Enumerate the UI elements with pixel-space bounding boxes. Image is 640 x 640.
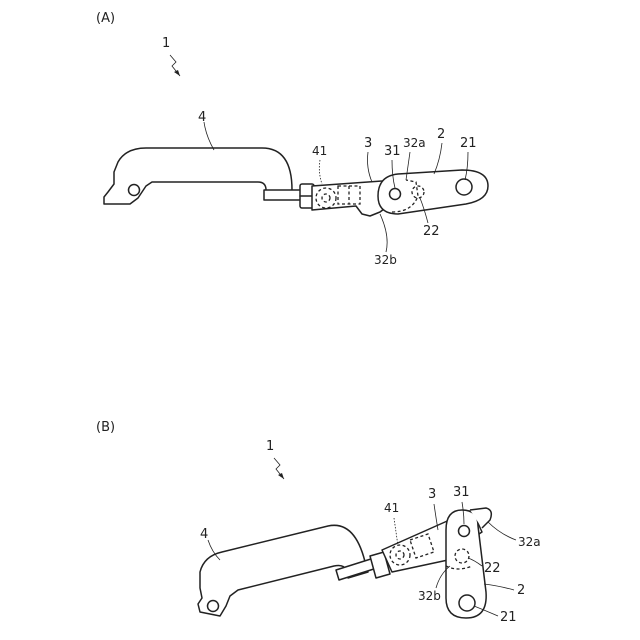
panel-b-label-notch-a: 32a xyxy=(518,535,541,549)
panel-a-label-arm: 4 xyxy=(198,110,206,125)
panel-a-label-pin: 31 xyxy=(384,144,401,159)
panel-b-heading: (B) xyxy=(96,420,115,435)
panel-a-heading: (A) xyxy=(96,11,115,26)
panel-b-assembly-arrowhead xyxy=(278,473,284,479)
panel-b-arm-hole xyxy=(208,601,219,612)
panel-a-bracket-leader xyxy=(434,143,442,174)
panel-b-bracket-pin xyxy=(459,526,470,537)
panel-b-label-link: 3 xyxy=(428,487,436,502)
panel-a-label-notch-a: 32a xyxy=(403,136,426,150)
panel-a-bracket-hole xyxy=(456,179,472,195)
panel-a-arm-leader xyxy=(204,122,214,150)
panel-b-label-notch-b: 32b xyxy=(418,589,441,603)
panel-a-label-assembly: 1 xyxy=(162,36,170,51)
panel-b-label-pin: 31 xyxy=(453,485,470,500)
panel-b-label-bracket: 2 xyxy=(517,583,525,598)
panel-b-bracket-hole xyxy=(459,595,475,611)
panel-b-label-adjuster: 41 xyxy=(384,501,399,515)
panel-a-label-hole: 21 xyxy=(460,136,477,151)
panel-a-rod xyxy=(264,190,302,200)
panel-b-adjuster-leader xyxy=(394,518,398,546)
panel-a-label-link: 3 xyxy=(364,136,372,151)
panel-a-adjuster-leader xyxy=(319,160,322,184)
panel-a-notch-b-leader xyxy=(380,214,387,252)
panel-b: (B) 1 4 41 3 31 32a 22 2 xyxy=(96,420,541,625)
panel-b-notch-a-leader xyxy=(488,522,516,540)
panel-b-label-arm: 4 xyxy=(200,527,208,542)
panel-a-bracket-pin xyxy=(390,189,401,200)
panel-a: (A) 1 4 41 3 31 32a 2 xyxy=(96,11,488,267)
panel-a-label-adjuster: 41 xyxy=(312,144,327,158)
panel-a-arm-hole xyxy=(129,185,140,196)
panel-b-label-cam: 22 xyxy=(484,561,501,576)
panel-b-label-hole: 21 xyxy=(500,610,517,625)
panel-a-label-bracket: 2 xyxy=(437,127,445,142)
panel-b-bracket-leader xyxy=(484,584,514,590)
panel-a-link-leader xyxy=(368,152,373,182)
panel-a-label-notch-b: 32b xyxy=(374,253,397,267)
panel-a-label-cam: 22 xyxy=(423,224,440,239)
panel-a-assembly-arrowhead xyxy=(174,70,180,76)
panel-b-label-assembly: 1 xyxy=(266,439,274,454)
